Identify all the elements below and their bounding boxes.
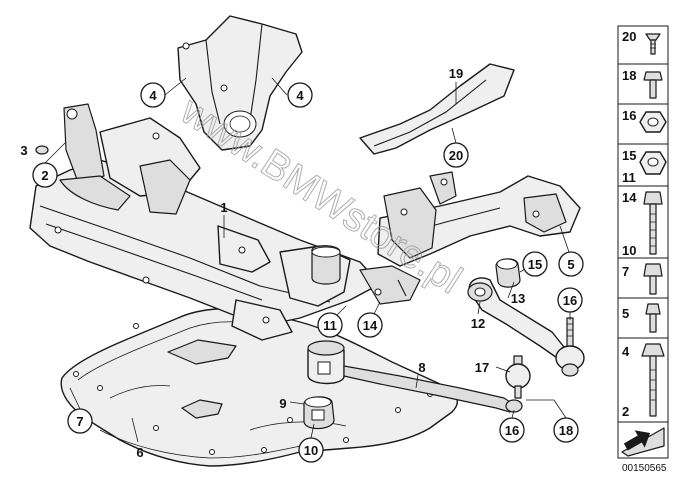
label-12: 12 [471,316,485,331]
callout-label: 11 [323,318,337,333]
callout-label: 1 [220,200,227,215]
ball-joint-17 [505,355,531,399]
label-9: 9 [279,396,286,411]
callout-10: 10 [298,437,324,463]
sidebar-cell [617,297,669,339]
sidebar-label: 16 [622,108,636,123]
callout-16-upper: 16 [557,287,583,313]
wishbone [467,277,569,361]
support-bracket [177,15,303,151]
callout-label: 16 [563,293,577,308]
callout-label: 18 [559,423,573,438]
label-13: 13 [511,291,525,306]
callout-label: 12 [471,316,485,331]
callout-label: 13 [511,291,525,306]
label-1: 1 [220,200,227,215]
label-8: 8 [418,360,425,375]
sidebar-label: 7 [622,264,629,279]
rubber-mount-9 [303,396,335,430]
wedge-arrow-icon [621,427,665,457]
sidebar-label: 2 [622,404,629,419]
callout-20: 20 [443,142,469,168]
fastener-sidebar: 20 18 16 15 11 14 10 7 5 4 2 00150565 [617,25,669,474]
sidebar-cell [617,63,669,105]
callout-label: 9 [279,396,286,411]
callout-2: 2 [32,162,58,188]
label-19: 19 [449,66,463,81]
front-axle-carrier [29,103,421,341]
callout-label: 15 [528,257,542,272]
callout-label: 14 [363,318,378,333]
callout-4-left: 4 [140,82,166,108]
sidebar-label: 5 [622,306,629,321]
callout-7: 7 [67,408,93,434]
sidebar-label: 4 [622,344,630,359]
sidebar-label: 14 [622,190,637,205]
heat-shield [359,63,515,155]
callout-label: 3 [20,143,27,158]
sidebar-label: 18 [622,68,636,83]
callout-label: 7 [76,414,83,429]
label-3: 3 [20,143,49,158]
callout-label: 19 [449,66,463,81]
sidebar-label: 20 [622,29,636,44]
callout-18: 18 [553,417,579,443]
callout-16-lower: 16 [499,417,525,443]
callout-4-right: 4 [287,82,313,108]
tension-strut [307,340,523,413]
callout-label: 8 [418,360,425,375]
label-17: 17 [475,360,489,375]
callout-5: 5 [558,251,584,277]
sidebar-label: 15 [622,148,636,163]
callout-label: 2 [41,168,48,183]
callout-14: 14 [357,312,383,338]
rubber-mount-15 [495,258,521,288]
callout-label: 10 [304,443,318,458]
callout-15: 15 [522,251,548,277]
callout-label: 4 [296,88,304,103]
callout-11: 11 [317,312,343,338]
sidebar-cell [617,25,669,65]
leader-lines [37,77,571,443]
underbody-shield [60,307,459,467]
sidebar-label: 11 [622,170,636,185]
callout-label: 17 [475,360,489,375]
callout-label: 5 [567,257,574,272]
callout-label: 6 [136,445,143,460]
diagram-code: 00150565 [622,463,667,474]
sidebar-label: 10 [622,243,636,258]
callout-label: 20 [449,148,463,163]
label-6: 6 [136,445,143,460]
callout-label: 16 [505,423,519,438]
callout-label: 4 [149,88,157,103]
carrier-right-arm [377,171,581,267]
